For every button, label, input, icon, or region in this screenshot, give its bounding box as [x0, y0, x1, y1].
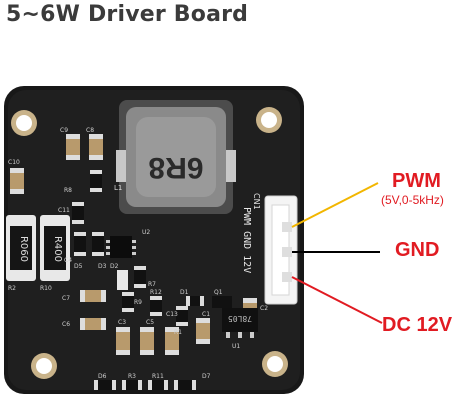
ref-u1: U1 [232, 343, 240, 350]
ref-r7: R7 [148, 281, 156, 288]
resistor-r060-marking: R060 [18, 236, 29, 262]
inductor-6r8 [116, 100, 236, 214]
silkscreen-refs: C9 C8 C10 R8 C11 U2 R2 R10 C4 D5 D3 R7 C… [8, 127, 268, 380]
resistor-r8 [90, 170, 102, 192]
ref-c11: C11 [58, 207, 70, 214]
connector-ref: CN1 [252, 193, 261, 210]
ref-r10: R10 [40, 285, 52, 292]
ref-c3: C3 [118, 319, 126, 326]
ref-c13: C13 [166, 311, 178, 318]
ref-r11: R11 [152, 373, 164, 380]
inductor-ref: L1 [114, 184, 122, 192]
connector-cn1 [264, 195, 298, 305]
ref-r8: R8 [64, 187, 72, 194]
connector-pin-labels: PWM GND 12V [241, 207, 252, 273]
ref-d7: D7 [202, 373, 211, 380]
gnd-label: GND [395, 239, 440, 261]
ref-c1: C1 [202, 311, 210, 318]
regulator-marking: 78L05 [228, 314, 252, 323]
capacitor-c10 [10, 168, 24, 194]
ref-u2: U2 [142, 229, 150, 236]
ref-r1: R1 [174, 329, 182, 336]
resistor-r400 [40, 215, 70, 281]
diode-d5 [74, 232, 86, 256]
capacitor-c11 [72, 202, 84, 224]
capacitor-c8 [89, 134, 103, 160]
capacitor-c3 [116, 327, 130, 355]
capacitor-c13 [165, 327, 179, 355]
diode-d2 [117, 270, 128, 290]
ref-c7: C7 [62, 295, 70, 302]
ref-r12: R12 [150, 289, 162, 296]
ref-r2: R2 [8, 285, 16, 292]
ref-r3: R3 [128, 373, 136, 380]
diode-d1 [186, 296, 204, 306]
pwm-spec-label: (5V,0-5kHz) [381, 193, 444, 207]
resistor-r1 [176, 306, 188, 326]
ref-c4: C4 [64, 257, 72, 264]
ref-c5: C5 [146, 319, 154, 326]
capacitor-c7 [80, 290, 106, 302]
capacitor-c1 [196, 318, 210, 344]
ref-c9: C9 [60, 127, 68, 134]
page-title: 5~6W Driver Board [6, 2, 249, 27]
diode-d6 [94, 380, 116, 390]
resistor-r9 [122, 292, 134, 312]
resistor-r3 [122, 380, 142, 390]
mounting-hole-top-right [256, 107, 282, 133]
ref-c8: C8 [86, 127, 94, 134]
wire-12v [291, 276, 383, 324]
mounting-hole-top-left [11, 110, 37, 136]
mounting-hole-bottom-left [31, 353, 57, 379]
resistor-r7 [134, 266, 146, 288]
pwm-label: PWM [392, 170, 441, 192]
capacitor-c6 [80, 318, 106, 330]
diode-d3 [92, 232, 104, 256]
resistor-r12 [150, 296, 162, 316]
wire-pwm [291, 182, 379, 228]
dc-12v-label: DC 12V [382, 314, 453, 336]
ref-r9: R9 [134, 299, 142, 306]
ref-d3: D3 [98, 263, 107, 270]
ref-d6: D6 [98, 373, 107, 380]
capacitor-c5 [140, 327, 154, 355]
mounting-hole-bottom-right [262, 351, 288, 377]
chip-u2 [106, 236, 136, 258]
resistor-r11 [148, 380, 168, 390]
ref-c10: C10 [8, 159, 20, 166]
ref-q1: Q1 [214, 289, 223, 296]
diode-d7 [174, 380, 196, 390]
resistor-r400-marking: R400 [52, 236, 63, 262]
ref-d2: D2 [110, 263, 119, 270]
transistor-q1 [212, 296, 232, 308]
resistor-r060 [6, 215, 36, 281]
capacitor-c9 [66, 134, 80, 160]
regulator-u1 [222, 308, 258, 338]
ref-c2: C2 [260, 305, 268, 312]
ref-d1: D1 [180, 289, 189, 296]
ref-d5: D5 [74, 263, 83, 270]
inductor-marking: 6R8 [148, 151, 203, 184]
ref-c6: C6 [62, 321, 70, 328]
